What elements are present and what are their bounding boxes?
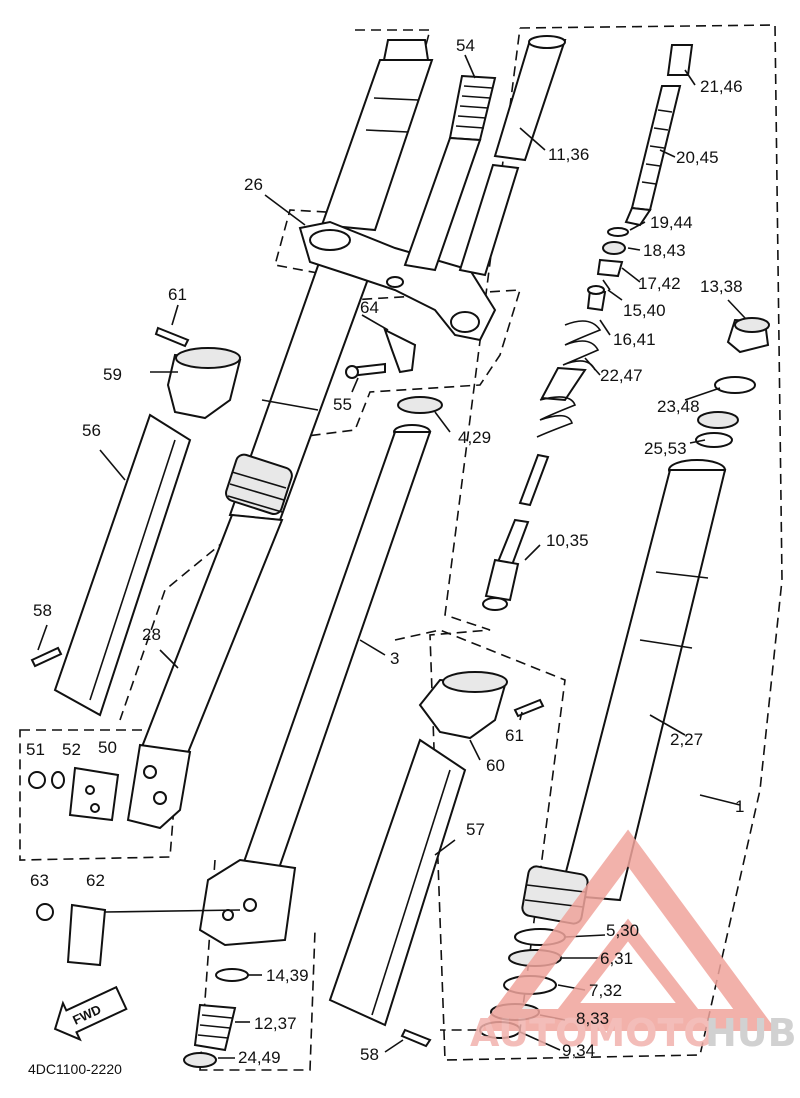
label-4-29: 4,29 xyxy=(458,428,491,447)
label-9-34: 9,34 xyxy=(562,1041,595,1060)
label-5-30: 5,30 xyxy=(606,921,639,940)
label-6-31: 6,31 xyxy=(600,949,633,968)
label-64: 64 xyxy=(360,298,379,317)
number-plate-62 xyxy=(36,903,241,967)
label-2-27: 2,27 xyxy=(670,730,703,749)
bottom-bolt-assembly xyxy=(183,968,249,1068)
label-19-44: 19,44 xyxy=(650,213,693,232)
label-57: 57 xyxy=(466,820,485,839)
small-hardware xyxy=(586,227,629,312)
watermark-text-main: AUTOMOTO xyxy=(470,1011,716,1055)
label-50: 50 xyxy=(98,738,117,757)
label-28: 28 xyxy=(142,625,161,644)
label-11-36: 11,36 xyxy=(548,145,589,164)
label-61-bottom: 61 xyxy=(505,726,524,745)
cap-bolt xyxy=(695,317,770,448)
label-7-32: 7,32 xyxy=(589,981,622,1000)
label-22-47: 22,47 xyxy=(600,366,643,385)
label-26: 26 xyxy=(244,175,263,194)
damper-rod xyxy=(624,44,694,227)
inner-tube-3 xyxy=(198,396,443,947)
diagram-code: 4DC1100-2220 xyxy=(28,1061,122,1077)
label-10-35: 10,35 xyxy=(546,531,589,550)
label-23-48: 23,48 xyxy=(657,397,700,416)
label-58-left: 58 xyxy=(33,601,52,620)
spring xyxy=(536,320,602,438)
label-56: 56 xyxy=(82,421,101,440)
label-61-top: 61 xyxy=(168,285,187,304)
label-14-39: 14,39 xyxy=(266,966,309,985)
watermark: AUTOMOTO HUB xyxy=(470,829,797,1055)
damper-cylinder xyxy=(458,35,567,277)
label-52: 52 xyxy=(62,740,81,759)
label-58-bottom: 58 xyxy=(360,1045,379,1064)
label-12-37: 12,37 xyxy=(254,1014,297,1033)
guard-clamps xyxy=(166,347,508,740)
piston-rod xyxy=(482,453,550,611)
watermark-text-accent: HUB xyxy=(705,1011,797,1055)
label-62: 62 xyxy=(86,871,105,890)
label-16-41: 16,41 xyxy=(613,330,656,349)
label-63: 63 xyxy=(30,871,49,890)
part-labels: 54 11,36 21,46 20,45 26 19,44 18,43 17,4… xyxy=(26,36,744,1067)
label-24-49: 24,49 xyxy=(238,1048,281,1067)
left-fork-assembly xyxy=(126,39,434,830)
fork-guards xyxy=(53,413,467,1027)
fwd-arrow: FWD xyxy=(53,985,128,1042)
label-15-40: 15,40 xyxy=(623,301,666,320)
label-18-43: 18,43 xyxy=(643,241,686,260)
small-bolts xyxy=(30,326,545,1048)
label-8-33: 8,33 xyxy=(576,1009,609,1028)
label-1: 1 xyxy=(735,797,744,816)
threaded-rod-54 xyxy=(403,74,497,272)
label-3: 3 xyxy=(390,649,399,668)
label-60: 60 xyxy=(486,756,505,775)
label-21-46: 21,46 xyxy=(700,77,743,96)
label-51: 51 xyxy=(26,740,45,759)
label-17-42: 17,42 xyxy=(638,274,681,293)
label-54: 54 xyxy=(456,36,475,55)
caliper-bracket-group xyxy=(28,766,120,822)
label-20-45: 20,45 xyxy=(676,148,719,167)
label-25-53: 25,53 xyxy=(644,439,687,458)
label-55: 55 xyxy=(333,395,352,414)
upper-bracket xyxy=(298,220,497,342)
label-13-38: 13,38 xyxy=(700,277,743,296)
label-59: 59 xyxy=(103,365,122,384)
